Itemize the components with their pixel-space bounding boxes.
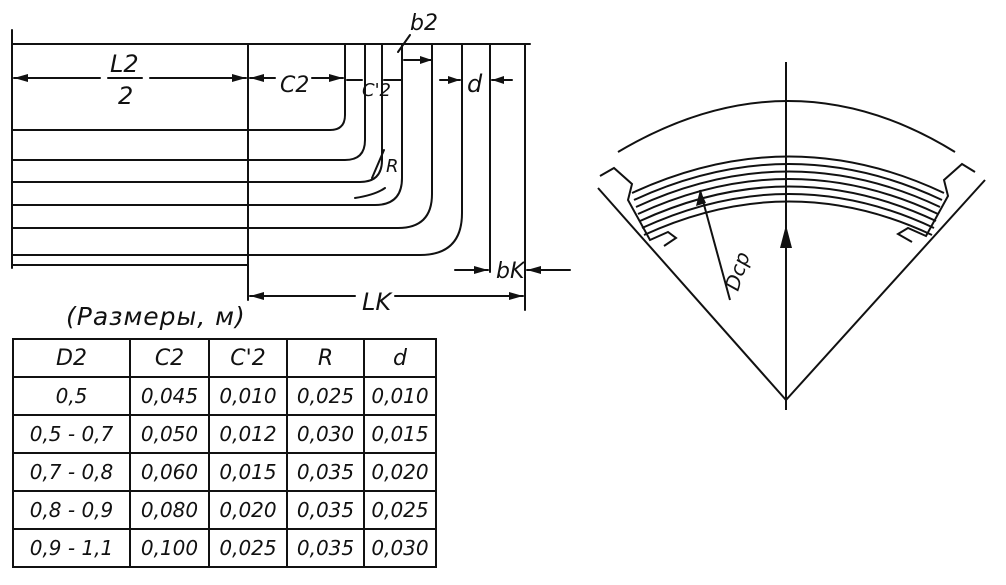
cell: 0,015 bbox=[208, 452, 288, 492]
table-row: 0,7 - 0,8 0,060 0,015 0,035 0,020 bbox=[12, 452, 437, 492]
cell: 0,080 bbox=[129, 490, 210, 530]
conductor-arc-2 bbox=[633, 163, 943, 201]
table-row: 0,8 - 0,9 0,080 0,020 0,035 0,025 bbox=[12, 490, 437, 530]
cell: 0,025 bbox=[208, 528, 288, 568]
arrow-bk-right bbox=[527, 266, 541, 274]
header-d2: D2 bbox=[12, 338, 131, 378]
cell: 0,050 bbox=[129, 414, 210, 454]
outer-arc bbox=[617, 100, 956, 153]
cell: 0,015 bbox=[363, 414, 437, 454]
conductor-arc-5 bbox=[639, 185, 937, 222]
conductor-5 bbox=[11, 43, 433, 229]
label-b2: b2 bbox=[410, 11, 438, 36]
slot-right bbox=[896, 162, 976, 243]
arrow-c2-left bbox=[250, 74, 264, 82]
table-row: 0,5 0,045 0,010 0,025 0,010 bbox=[12, 376, 437, 416]
conductor-4 bbox=[11, 43, 403, 206]
header-r: R bbox=[286, 338, 365, 378]
cell: 0,060 bbox=[129, 452, 210, 492]
cell: 0,8 - 0,9 bbox=[12, 490, 131, 530]
label-bk: bK bbox=[496, 259, 526, 284]
label-dsr: Dср bbox=[720, 249, 755, 294]
cell: 0,010 bbox=[363, 376, 437, 416]
cell: 0,035 bbox=[286, 490, 365, 530]
arrow-b2 bbox=[420, 56, 432, 64]
cell: 0,035 bbox=[286, 528, 365, 568]
label-r: R bbox=[386, 156, 399, 177]
dsr-leader bbox=[699, 189, 731, 301]
conductor-2 bbox=[11, 43, 366, 161]
conductor-3 bbox=[11, 43, 383, 183]
b2-leader bbox=[397, 34, 411, 53]
arrow-l2-right bbox=[232, 74, 246, 82]
r-leader bbox=[371, 149, 385, 179]
arrow-dsr bbox=[696, 190, 706, 206]
r-arc-mark bbox=[354, 187, 386, 199]
cell: 0,030 bbox=[286, 414, 365, 454]
conductor-arc-4 bbox=[637, 178, 939, 215]
label-c2-prime: C'2 bbox=[362, 80, 391, 101]
radial-line-left bbox=[597, 187, 787, 401]
cell: 0,030 bbox=[363, 528, 437, 568]
radial-line-right bbox=[785, 179, 986, 401]
cell: 0,5 - 0,7 bbox=[12, 414, 131, 454]
arrow-d-right bbox=[492, 76, 504, 84]
arrow-lk-right bbox=[509, 292, 523, 300]
header-c2: C2 bbox=[129, 338, 210, 378]
cell: 0,025 bbox=[363, 490, 437, 530]
label-l2: L2 bbox=[110, 50, 139, 78]
dimensions-table: D2 C2 C'2 R d 0,5 0,045 0,010 0,025 0,01… bbox=[12, 338, 437, 568]
cell: 0,025 bbox=[286, 376, 365, 416]
arrow-c2-right bbox=[329, 74, 343, 82]
table-header-row: D2 C2 C'2 R d bbox=[12, 338, 437, 378]
cell: 0,045 bbox=[129, 376, 210, 416]
table-caption: (Размеры, м) bbox=[66, 302, 246, 331]
conductor-arc-6 bbox=[641, 193, 935, 229]
header-d: d bbox=[363, 338, 437, 378]
arrow-bk-left bbox=[474, 266, 488, 274]
cell: 0,100 bbox=[129, 528, 210, 568]
table-row: 0,5 - 0,7 0,050 0,012 0,030 0,015 bbox=[12, 414, 437, 454]
arrow-d-left bbox=[448, 76, 460, 84]
arrow-lk-left bbox=[250, 292, 264, 300]
label-lk: LK bbox=[362, 288, 393, 316]
arrow-center-axis bbox=[780, 225, 792, 248]
conductor-arc-7 bbox=[643, 200, 933, 236]
slot-left bbox=[599, 166, 678, 247]
arrow-l2-left bbox=[14, 74, 28, 82]
cell: 0,010 bbox=[208, 376, 288, 416]
label-c2: C2 bbox=[280, 73, 309, 98]
cell: 0,035 bbox=[286, 452, 365, 492]
cell: 0,7 - 0,8 bbox=[12, 452, 131, 492]
label-d: d bbox=[467, 70, 483, 98]
label-l2-denominator: 2 bbox=[118, 82, 133, 110]
cell: 0,9 - 1,1 bbox=[12, 528, 131, 568]
table-row: 0,9 - 1,1 0,100 0,025 0,035 0,030 bbox=[12, 528, 437, 568]
cell: 0,020 bbox=[363, 452, 437, 492]
conductor-6 bbox=[11, 43, 463, 256]
cell: 0,5 bbox=[12, 376, 131, 416]
cell: 0,012 bbox=[208, 414, 288, 454]
conductor-1 bbox=[11, 43, 346, 131]
conductor-arc-3 bbox=[635, 170, 941, 208]
conductor-arc-1 bbox=[631, 155, 945, 194]
header-c2-prime: C'2 bbox=[208, 338, 288, 378]
cell: 0,020 bbox=[208, 490, 288, 530]
